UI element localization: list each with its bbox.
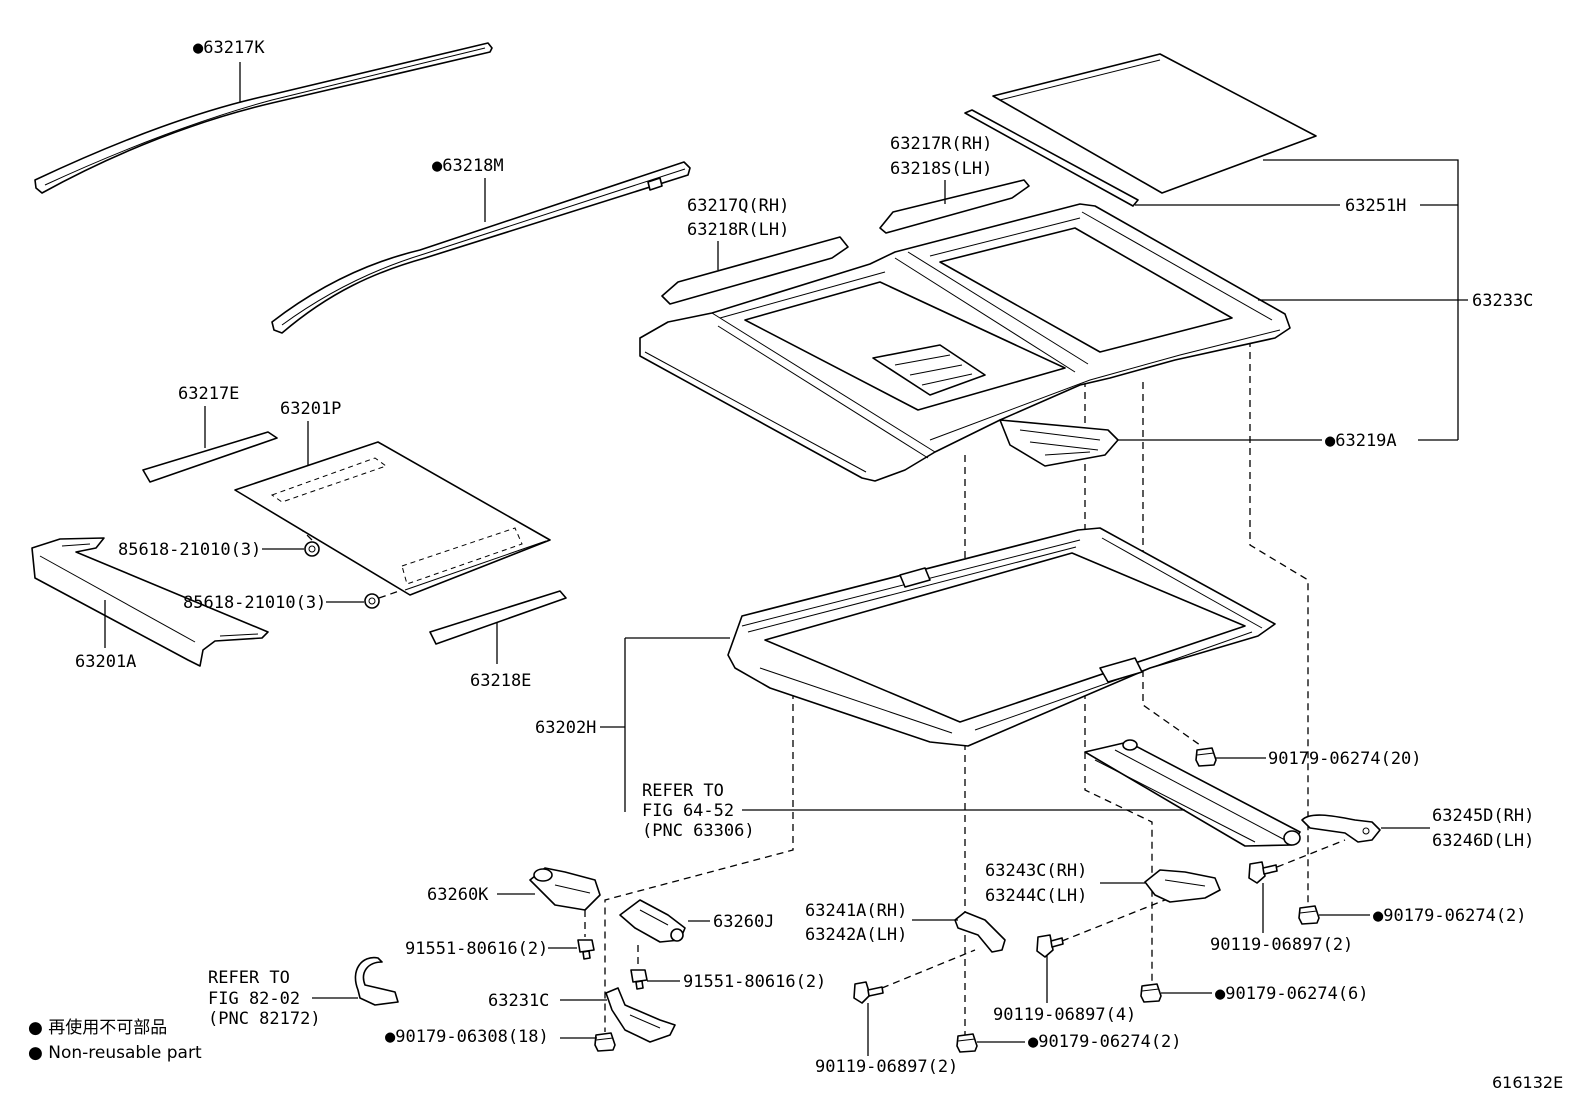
refer-note-line: (PNC 82172) [208, 1009, 321, 1029]
part-motor-63260K [529, 867, 601, 911]
part-strip-63217Q-63218R [661, 236, 849, 305]
part-hook-82172 [354, 956, 399, 1006]
callout-63218E: 63218E [470, 671, 531, 691]
callout-63244C: 63244C(LH) [985, 886, 1087, 906]
callout-90119-06897-4: 90119-06897(4) [993, 1005, 1136, 1025]
callout-63242A: 63242A(LH) [805, 925, 907, 945]
part-clip-85618-upper [304, 541, 320, 557]
part-molding-63218M [271, 161, 691, 334]
refer-note-line: FIG 64-52 [642, 801, 734, 821]
callout-63218M: ●63218M [432, 156, 504, 176]
callout-90179-06308-18: ●90179-06308(18) [385, 1027, 549, 1047]
figure-code: 616132E [1492, 1073, 1563, 1092]
callout-90179-06274-20: 90179-06274(20) [1268, 749, 1422, 769]
alignment-line [378, 589, 403, 599]
refer-note-line: FIG 82-02 [208, 989, 300, 1009]
callout-90179-06274-2-bottom: ●90179-06274(2) [1028, 1032, 1182, 1052]
refer-note-hook: REFER TO FIG 82-02 (PNC 82172) [208, 968, 321, 1029]
alignment-line [1249, 340, 1309, 906]
callout-90179-06274-6: ●90179-06274(6) [1215, 984, 1369, 1004]
callout-63217K: ●63217K [193, 38, 265, 58]
callout-63201A: 63201A [75, 652, 136, 672]
callout-90119-06897-2-bottom: 90119-06897(2) [815, 1057, 958, 1077]
callout-63231C: 63231C [488, 991, 549, 1011]
part-motor-63260J [619, 899, 686, 943]
part-bolt-90119-middle [1036, 934, 1064, 958]
part-roof-panel-63201P [234, 441, 551, 596]
part-glass-63251H [964, 53, 1317, 207]
callout-85618-upper: 85618-21010(3) [118, 540, 261, 560]
refer-note-line: REFER TO [642, 781, 724, 801]
callout-90119-06897-2-right: 90119-06897(2) [1210, 935, 1353, 955]
part-panel-63201A [31, 537, 269, 667]
part-bolt-90119-bottom [853, 981, 884, 1004]
alignment-line [604, 692, 794, 1032]
callout-63241A: 63241A(RH) [805, 901, 907, 921]
callout-63243C: 63243C(RH) [985, 861, 1087, 881]
callout-91551-left: 91551-80616(2) [405, 939, 548, 959]
part-strip-63218E [429, 590, 567, 645]
callout-63245D: 63245D(RH) [1432, 806, 1534, 826]
part-nut-90179-06274-right [1298, 905, 1320, 925]
part-nut-90179-06274-bottom [956, 1033, 978, 1053]
callout-63251H: 63251H [1345, 196, 1406, 216]
callout-63218S: 63218S(LH) [890, 159, 992, 179]
refer-note-sunshade: REFER TO FIG 64-52 (PNC 63306) [642, 781, 755, 841]
alignment-line [881, 949, 976, 989]
part-nut-90179-06274-6 [1140, 983, 1162, 1003]
part-housing-63233C [639, 203, 1291, 482]
callout-91551-middle: 91551-80616(2) [683, 972, 826, 992]
part-nut-90179-06274-20 [1195, 747, 1217, 767]
callout-85618-lower: 85618-21010(3) [183, 593, 326, 613]
part-strip-63217E [142, 431, 278, 483]
leader-lines [104, 62, 1468, 1056]
part-screw-91551-middle [630, 969, 648, 990]
part-plate-63219A [999, 419, 1119, 467]
part-bracket-63231C [605, 987, 676, 1043]
part-molding-63217K [34, 42, 493, 194]
refer-note-line: REFER TO [208, 968, 290, 988]
part-nut-90179-06308 [594, 1032, 616, 1052]
callout-63202H: 63202H [535, 718, 596, 738]
callout-63219A: ●63219A [1325, 431, 1397, 451]
part-clip-85618-lower [364, 593, 380, 609]
callout-63233C: 63233C [1472, 291, 1533, 311]
alignment-line [1061, 899, 1166, 942]
part-bracket-63241A-63242A [954, 911, 1006, 953]
legend-item-japanese: ● 再使用不可部品 [28, 1017, 167, 1038]
callout-63217Q: 63217Q(RH) [687, 196, 789, 216]
callout-63260J: 63260J [713, 912, 774, 932]
callout-63201P: 63201P [280, 399, 341, 419]
alignment-line [1276, 839, 1346, 868]
part-sunshade-63306 [1084, 739, 1301, 847]
part-frame-63202H [727, 527, 1276, 747]
part-bracket-63243C-63244C [1144, 869, 1221, 903]
callout-63217R: 63217R(RH) [890, 134, 992, 154]
callout-90179-06274-2-right: ●90179-06274(2) [1373, 906, 1527, 926]
callout-labels: ●63217K ●63218M 63217R(RH) 63218S(LH) 63… [75, 38, 1534, 1077]
callout-63218R: 63218R(LH) [687, 220, 789, 240]
part-strip-63217R-63218S [879, 179, 1030, 234]
callout-63217E: 63217E [178, 384, 239, 404]
refer-note-line: (PNC 63306) [642, 821, 755, 841]
part-screw-91551-left [577, 939, 595, 960]
legend: ● 再使用不可部品 ● Non-reusable part [28, 1017, 202, 1063]
part-bracket-63245D-63246D [1301, 814, 1381, 843]
callout-63246D: 63246D(LH) [1432, 831, 1534, 851]
part-bolt-90119-right [1248, 861, 1278, 884]
legend-item-english: ● Non-reusable part [28, 1043, 202, 1063]
callout-63260K: 63260K [427, 885, 489, 905]
